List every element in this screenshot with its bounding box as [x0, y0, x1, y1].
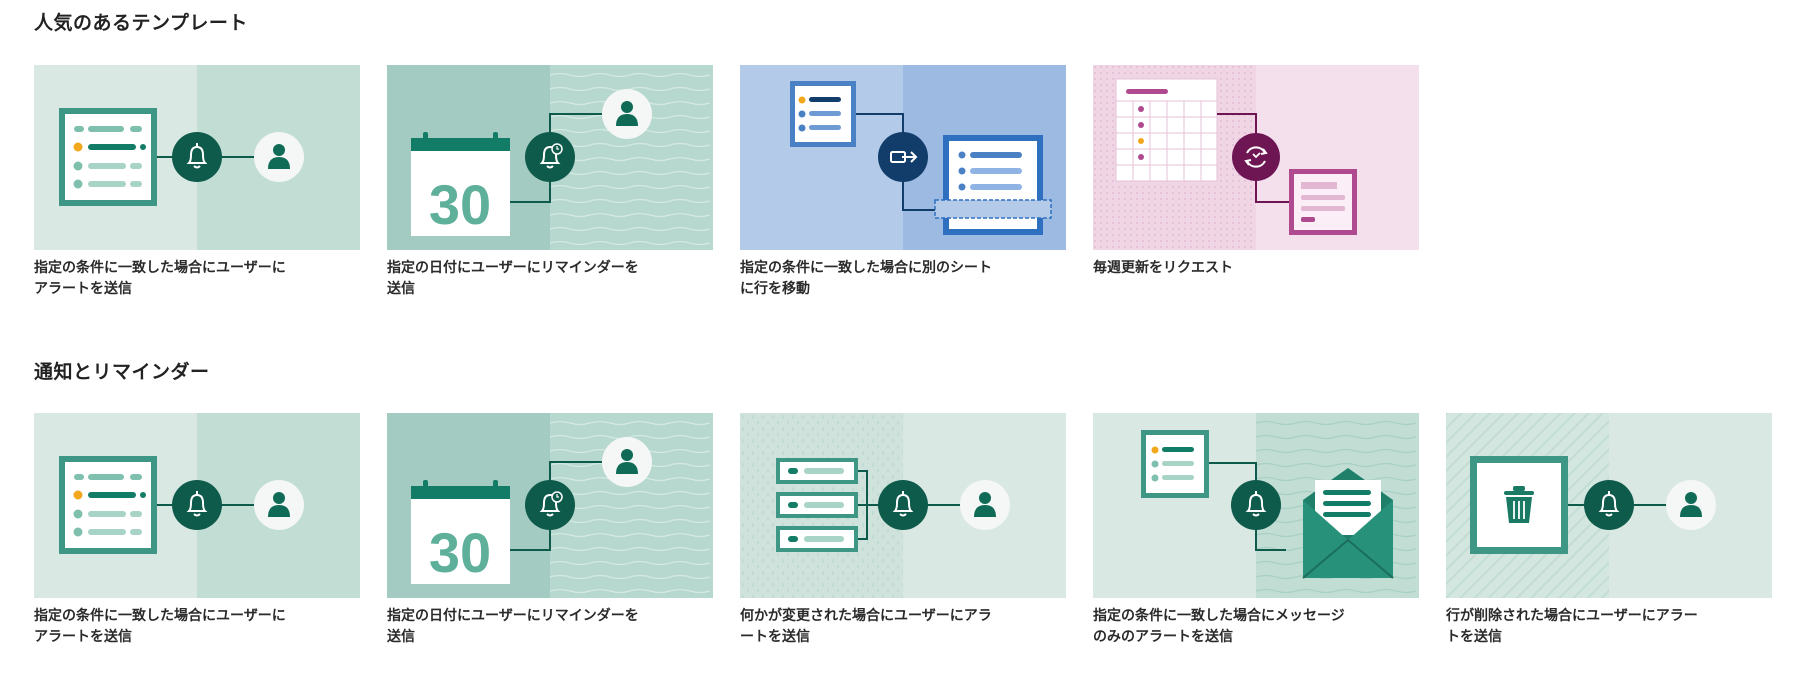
- template-card-alert[interactable]: 指定の条件に一致した場合にユーザーに アラートを送信: [34, 65, 360, 300]
- template-card-label: 指定の日付にユーザーにリマインダーを 送信: [387, 260, 639, 297]
- thumbnail-message-alert: [1093, 413, 1419, 598]
- thumbnail-update-request: [1093, 65, 1419, 250]
- thumbnail-move-row: [740, 65, 1066, 250]
- template-card-alert[interactable]: 指定の条件に一致した場合にユーザーに アラートを送信: [34, 413, 360, 648]
- template-card-label: 指定の条件に一致した場合にユーザーに アラートを送信: [34, 608, 286, 645]
- popular-templates-row: 指定の条件に一致した場合にユーザーに アラートを送信: [34, 65, 1419, 300]
- thumbnail-delete-alert: [1446, 413, 1772, 598]
- template-card-date-reminder[interactable]: 30 指定の日付にユーザーにリマインダーを 送信: [387, 65, 713, 300]
- thumbnail-change-alert: [740, 413, 1066, 598]
- template-card-date-reminder[interactable]: 30 指定の日付にユーザーにリマインダーを 送信: [387, 413, 713, 648]
- template-card-label: 指定の条件に一致した場合にメッセージ のみのアラートを送信: [1093, 608, 1345, 645]
- thumbnail-date-reminder: 30: [387, 413, 713, 598]
- template-card-label: 指定の日付にユーザーにリマインダーを 送信: [387, 608, 639, 645]
- template-card-label: 指定の条件に一致した場合に別のシート に行を移動: [740, 260, 992, 297]
- template-card-label: 何かが変更された場合にユーザーにアラ ートを送信: [740, 608, 992, 645]
- notifications-row: 指定の条件に一致した場合にユーザーに アラートを送信: [34, 413, 1772, 648]
- template-card-message-alert[interactable]: 指定の条件に一致した場合にメッセージ のみのアラートを送信: [1093, 413, 1419, 648]
- section-title-popular-templates: 人気のあるテンプレート: [34, 12, 248, 34]
- template-card-move-row[interactable]: 指定の条件に一致した場合に別のシート に行を移動: [740, 65, 1066, 300]
- thumbnail-alert: [34, 65, 360, 250]
- template-card-label: 毎週更新をリクエスト: [1093, 260, 1233, 276]
- template-card-change-alert[interactable]: 何かが変更された場合にユーザーにアラ ートを送信: [740, 413, 1066, 648]
- template-card-update-request[interactable]: 毎週更新をリクエスト: [1093, 65, 1419, 300]
- template-card-label: 指定の条件に一致した場合にユーザーに アラートを送信: [34, 260, 286, 297]
- thumbnail-alert: [34, 413, 360, 598]
- calendar-day-text: 30: [429, 173, 491, 236]
- section-title-notifications-reminders: 通知とリマインダー: [34, 361, 210, 383]
- template-card-delete-alert[interactable]: 行が削除された場合にユーザーにアラー トを送信: [1446, 413, 1772, 648]
- template-card-label: 行が削除された場合にユーザーにアラー トを送信: [1446, 608, 1698, 645]
- thumbnail-date-reminder: 30: [387, 65, 713, 250]
- calendar-day-text: 30: [429, 521, 491, 584]
